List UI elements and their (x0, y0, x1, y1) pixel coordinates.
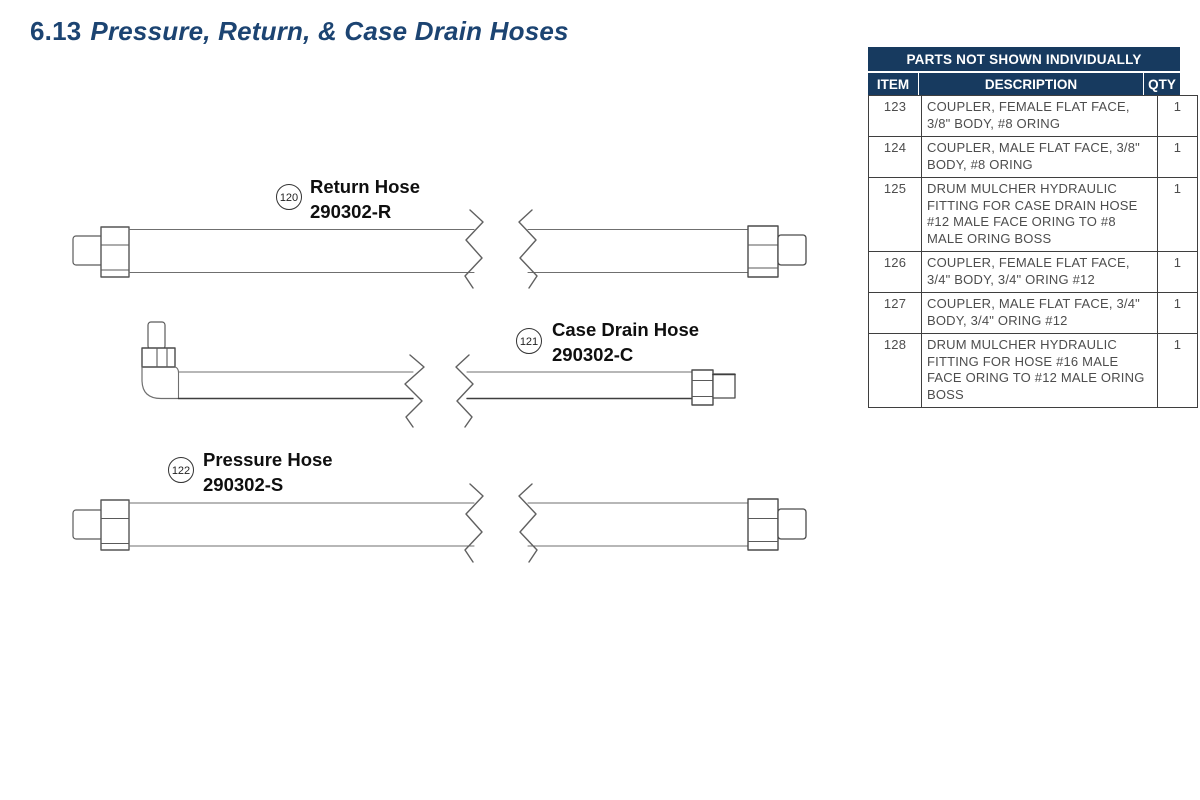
table-row: 125 DRUM MULCHER HYDRAULIC FITTING FOR C… (868, 177, 1198, 252)
parts-table: PARTS NOT SHOWN INDIVIDUALLY ITEM DESCRI… (868, 47, 1198, 408)
qty-cell: 1 (1157, 136, 1198, 178)
parts-table-header-row: ITEM DESCRIPTION QTY (868, 73, 1180, 95)
table-row: 124 COUPLER, MALE FLAT FACE, 3/8" BODY, … (868, 136, 1198, 178)
hose-body-lines (128, 502, 749, 547)
break-symbol (455, 354, 474, 428)
break-symbol (404, 354, 425, 428)
callout-circle-121 (516, 328, 542, 354)
table-row: 123 COUPLER, FEMALE FLAT FACE, 3/8" BODY… (868, 95, 1198, 137)
nut-facet-lines (691, 379, 714, 398)
item-cell: 123 (868, 95, 922, 137)
table-row: 128 DRUM MULCHER HYDRAULIC FITTING FOR H… (868, 333, 1198, 408)
elbow-outer-curve (141, 366, 180, 400)
qty-cell: 1 (1157, 177, 1198, 252)
hose-fitting-nipple (777, 234, 807, 266)
hose-part-number: 290302-C (552, 344, 633, 365)
hose-body-lines (128, 228, 749, 274)
nut-facet-lines (100, 517, 130, 545)
case-drain-hose-drawing: 121 Case Drain Hose 290302-C (141, 319, 736, 428)
hose-fitting-nut (100, 226, 130, 278)
item-cell: 127 (868, 292, 922, 334)
hose-fitting-nipple (72, 509, 104, 540)
hose-fitting-nut (747, 498, 779, 551)
callout-number: 120 (280, 192, 298, 204)
parts-table-title: PARTS NOT SHOWN INDIVIDUALLY (868, 47, 1180, 73)
item-cell: 128 (868, 333, 922, 408)
nut-facet-lines (100, 244, 130, 271)
callout-number: 121 (520, 336, 538, 348)
qty-cell: 1 (1157, 333, 1198, 408)
qty-cell: 1 (1157, 95, 1198, 137)
hose-fitting-nut (691, 369, 714, 406)
item-cell: 126 (868, 251, 922, 293)
hose-fitting-nut (100, 499, 130, 551)
hose-part-number: 290302-S (203, 474, 283, 495)
hose-fitting-nipple (777, 508, 807, 540)
hose-name-label: Return Hose (310, 176, 420, 197)
hose-name-label: Pressure Hose (203, 449, 333, 470)
section-title-text: Pressure, Return, & Case Drain Hoses (90, 16, 569, 46)
section-number: 6.13 (30, 16, 82, 46)
break-symbol (518, 483, 538, 563)
nut-facet-lines (747, 244, 779, 269)
description-cell: COUPLER, MALE FLAT FACE, 3/4" BODY, 3/4"… (921, 292, 1158, 334)
callout-number: 122 (172, 465, 190, 477)
page-title: 6.13 Pressure, Return, & Case Drain Hoses (30, 16, 569, 47)
elbow-inner-curve (174, 366, 180, 400)
item-cell: 125 (868, 177, 922, 252)
return-hose-drawing: 120 Return Hose 290302-R (72, 176, 807, 289)
nut-facet-lines (747, 517, 779, 543)
elbow-nipple (147, 321, 166, 350)
qty-cell: 1 (1157, 292, 1198, 334)
callout-circle-122 (168, 457, 194, 483)
table-row: 126 COUPLER, FEMALE FLAT FACE, 3/4" BODY… (868, 251, 1198, 293)
hose-fitting-nipple (712, 373, 736, 399)
hose-fitting-nut (747, 225, 779, 278)
column-header-qty: QTY (1143, 73, 1180, 95)
description-cell: COUPLER, MALE FLAT FACE, 3/8" BODY, #8 O… (921, 136, 1158, 178)
callout-circle-120 (276, 184, 302, 210)
break-symbol (518, 209, 538, 289)
column-header-description: DESCRIPTION (918, 73, 1143, 95)
parts-table-body: 123 COUPLER, FEMALE FLAT FACE, 3/8" BODY… (868, 95, 1198, 408)
hose-fitting-nipple (72, 235, 104, 266)
hose-name-label: Case Drain Hose (552, 319, 699, 340)
description-cell: DRUM MULCHER HYDRAULIC FITTING FOR HOSE … (921, 333, 1158, 408)
hose-part-number: 290302-R (310, 201, 391, 222)
description-cell: COUPLER, FEMALE FLAT FACE, 3/4" BODY, 3/… (921, 251, 1158, 293)
description-cell: DRUM MULCHER HYDRAULIC FITTING FOR CASE … (921, 177, 1158, 252)
qty-cell: 1 (1157, 251, 1198, 293)
item-cell: 124 (868, 136, 922, 178)
break-symbol (464, 209, 484, 289)
break-symbol (464, 483, 484, 563)
elbow-nut (141, 347, 176, 368)
nut-facet-lines (156, 347, 168, 368)
column-header-item: ITEM (876, 77, 910, 92)
table-row: 127 COUPLER, MALE FLAT FACE, 3/4" BODY, … (868, 292, 1198, 334)
pressure-hose-drawing: 122 Pressure Hose 290302-S (72, 449, 807, 563)
description-cell: COUPLER, FEMALE FLAT FACE, 3/8" BODY, #8… (921, 95, 1158, 137)
